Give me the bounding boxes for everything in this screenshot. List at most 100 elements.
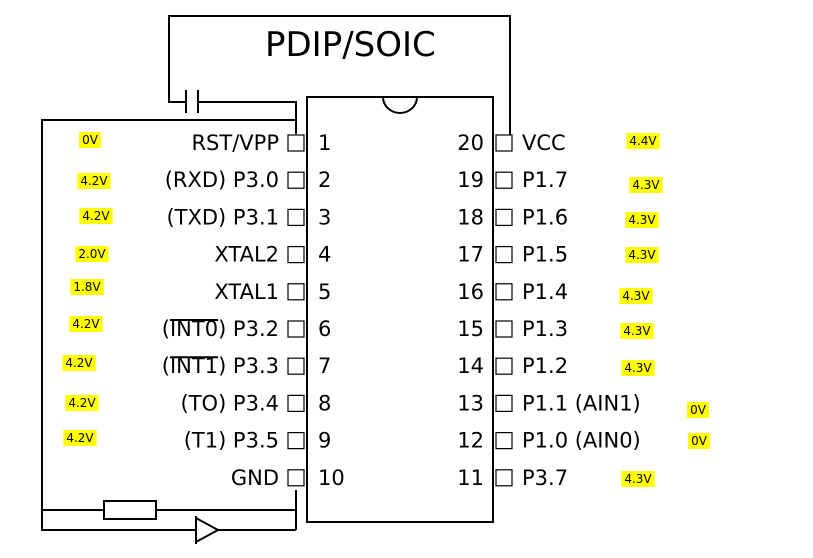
voltage-pin-3-highlight [79, 208, 113, 224]
voltage-pin-4-highlight [75, 246, 109, 262]
pin-name: (RXD) P3.0 [165, 168, 279, 192]
pin-name: RST/VPP [191, 131, 279, 155]
pin-number: 9 [318, 429, 331, 453]
pin-name: P1.6 [522, 205, 568, 229]
pin-name: P1.0 (AIN0) [522, 429, 641, 453]
pin-number: 11 [457, 466, 484, 490]
pin-16: 16 P1.4 [457, 280, 568, 304]
voltage-pin-5-text: 1.8V [73, 280, 101, 294]
voltage-pin-11: 4.3V [621, 471, 655, 487]
voltage-pin-8-highlight [65, 395, 99, 411]
pin-name: P1.3 [522, 317, 568, 341]
pin-box [287, 208, 305, 226]
voltage-pin-9: 4.2V [63, 430, 97, 446]
pin-box [495, 432, 513, 450]
pin-number: 14 [457, 354, 484, 378]
voltage-pin-19-text: 4.3V [632, 178, 660, 192]
voltage-pin-12: 0V [688, 433, 710, 449]
voltage-pin-11-text: 4.3V [624, 472, 652, 486]
pin-6: 6(INT0) P3.2 [162, 317, 332, 341]
voltage-labels: 0V 4.2V 4.2V 2.0V 1.8V 4.2V 4.2V 4.2V 4.2V 4.4V 4.… [62, 132, 710, 487]
pin-number: 13 [457, 391, 484, 415]
voltage-pin-2-text: 4.2V [80, 174, 108, 188]
pin-box [287, 320, 305, 338]
voltage-pin-1: 0V [79, 132, 101, 148]
pin-box [495, 357, 513, 375]
voltage-pin-13-highlight [687, 402, 709, 418]
pin-box [287, 432, 305, 450]
pin-10: 10 GND [231, 466, 345, 490]
pin-number: 10 [318, 466, 345, 490]
voltage-pin-20: 4.4V [626, 133, 660, 149]
pin-box [287, 134, 305, 152]
pin-17: 17 P1.5 [457, 243, 568, 267]
voltage-pin-17: 4.3V [625, 247, 659, 263]
voltage-pin-3-text: 4.2V [82, 209, 110, 223]
pin-name: GND [231, 466, 279, 490]
voltage-pin-14-highlight [621, 360, 655, 376]
pin-number: 18 [457, 205, 484, 229]
voltage-pin-16: 4.3V [619, 288, 653, 304]
diode [195, 516, 221, 544]
pin-number: 8 [318, 391, 331, 415]
voltage-pin-6: 4.2V [69, 316, 103, 332]
ic-body [306, 96, 494, 523]
pin-number: 15 [457, 317, 484, 341]
pin-3: 3(TXD) P3.1 [166, 205, 331, 229]
voltage-pin-16-text: 4.3V [622, 289, 650, 303]
voltage-pin-4-text: 2.0V [78, 247, 106, 261]
pin-number: 5 [318, 280, 331, 304]
pin-8: 8(TO) P3.4 [181, 391, 332, 415]
voltage-pin-20-highlight [626, 133, 660, 149]
pin-number: 2 [318, 168, 331, 192]
pin-number: 17 [457, 243, 484, 267]
pin-box [495, 246, 513, 264]
voltage-pin-2-highlight [77, 173, 111, 189]
voltage-pin-13: 0V [687, 402, 709, 418]
voltage-pin-6-highlight [69, 316, 103, 332]
pin-box [495, 171, 513, 189]
pin-11: 11 P3.7 [457, 466, 568, 490]
voltage-pin-16-highlight [619, 288, 653, 304]
pin-7: 7(INT1) P3.3 [162, 354, 332, 378]
voltage-pin-17-text: 4.3V [628, 248, 656, 262]
voltage-pin-15-text: 4.3V [623, 324, 651, 338]
voltage-pin-7-text: 4.2V [65, 356, 93, 370]
pin-box [287, 246, 305, 264]
voltage-pin-1-text: 0V [82, 133, 99, 147]
pin-name: P1.4 [522, 280, 568, 304]
voltage-pin-15-highlight [620, 323, 654, 339]
pin-name: P3.7 [522, 466, 568, 490]
voltage-pin-20-text: 4.4V [629, 134, 657, 148]
pin-box [495, 320, 513, 338]
pin-15: 15 P1.3 [457, 317, 568, 341]
pin-2: 2 (RXD) P3.0 [165, 168, 332, 192]
pin-box [495, 134, 513, 152]
pin-number: 16 [457, 280, 484, 304]
resistor-diode-circuit [41, 119, 297, 544]
capacitor-wire [168, 15, 511, 135]
pin-name: XTAL2 [214, 243, 279, 267]
pin-number: 3 [318, 205, 331, 229]
voltage-pin-15: 4.3V [620, 323, 654, 339]
voltage-pin-2: 4.2V [77, 173, 111, 189]
pin-box [287, 171, 305, 189]
voltage-pin-7: 4.2V [62, 355, 96, 371]
voltage-pin-14-text: 4.3V [624, 361, 652, 375]
voltage-pin-18-highlight [625, 212, 659, 228]
pin-name: P1.7 [522, 168, 568, 192]
pin-name: P1.5 [522, 243, 568, 267]
voltage-pin-8-text: 4.2V [68, 396, 96, 410]
voltage-pin-5: 1.8V [70, 279, 104, 295]
